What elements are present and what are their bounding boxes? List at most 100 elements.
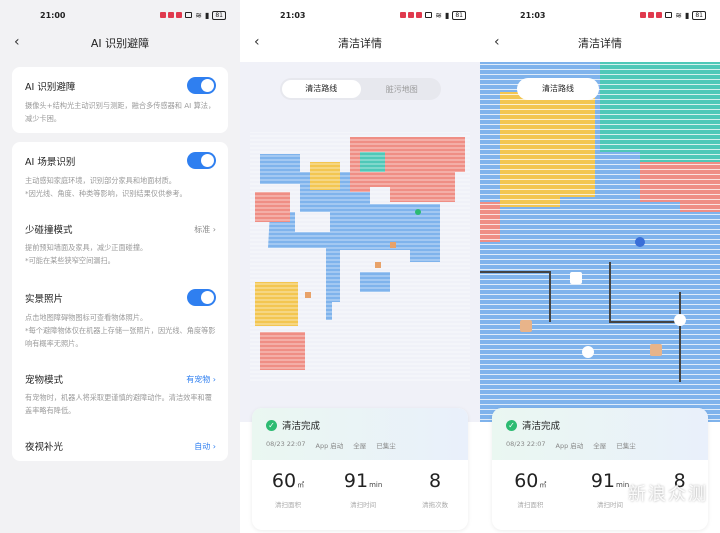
stat-time: 91min 清扫时间: [591, 470, 629, 509]
value-text: 标准: [194, 224, 211, 234]
status-bar: 21:03 ≋ ▮ 81: [240, 0, 480, 30]
area-label: 清扫面积: [517, 501, 544, 509]
back-icon[interactable]: ‹: [494, 34, 500, 50]
signal-icon: ▮: [444, 10, 450, 20]
setting-less-collision[interactable]: 少碰撞模式 标准 › 提前预知墙面及家具，减少正面碰撞。 *可能在某些狭窄空间漏…: [12, 212, 228, 279]
cleaning-map[interactable]: [240, 62, 480, 422]
notification-icons: [160, 12, 183, 18]
setting-scene-recognition[interactable]: AI 场景识别 主动感知家庭环境，识别部分家具和地面材质。 *因光线、角度、种类…: [12, 142, 228, 212]
clean-result-card: ✓ 清洁完成 08/23 22:07 App 启动 全屋 已集尘 60㎡ 清扫面…: [252, 408, 468, 530]
card-ai-avoid: AI 识别避障 摄像头+结构光主动识别与测距，融合多传感器和 AI 算法，减少卡…: [12, 67, 228, 133]
chevron-right-icon: ›: [212, 374, 216, 384]
page-title: 清洁详情: [578, 37, 622, 50]
status-time: 21:03: [280, 10, 306, 20]
nav-bar: ‹ 清洁详情: [240, 30, 480, 56]
result-collect: 已集尘: [376, 442, 396, 450]
desc-note: *每个避障物体仅在机器上存储一张照片，因光线、角度等影响有概率无照片。: [25, 326, 216, 348]
clean-result-card: ✓ 清洁完成 08/23 22:07 App 启动 全屋 已集尘 60㎡ 清扫面…: [492, 408, 708, 530]
count-value: 8: [673, 470, 686, 492]
result-status: ✓ 清洁完成: [266, 418, 454, 432]
check-icon: ✓: [506, 419, 517, 431]
setting-value: 标准 ›: [194, 224, 216, 235]
result-collect: 已集尘: [616, 442, 636, 450]
page-title: AI 识别避障: [90, 37, 150, 50]
count-label: 清拖次数: [422, 501, 449, 509]
nfc-icon: [665, 12, 673, 18]
tab-dirt-map[interactable]: 脏污地图: [385, 84, 418, 94]
nfc-icon: [185, 12, 193, 18]
result-date: 08/23 22:07: [266, 440, 306, 448]
battery-icon: 81: [212, 10, 226, 20]
map-path-overlay: [250, 132, 470, 382]
time-unit: min: [369, 481, 383, 489]
setting-desc: 有宠物时，机器人将采取更谨慎的避障动作。清洁效率和覆盖率略有降低。: [25, 393, 212, 415]
robot-icon: [635, 237, 645, 247]
map-graphic: [480, 62, 720, 422]
settings-screen: 21:00 ≋ ▮ 81 ‹ AI 识别避障 AI 识别避障 摄像头+结构光主动…: [0, 0, 240, 533]
setting-night-light[interactable]: 夜视补光 自动 ›: [12, 429, 228, 461]
tab-clean-route[interactable]: 清洁路线: [282, 80, 361, 98]
area-unit: ㎡: [539, 481, 547, 489]
live-photo-toggle[interactable]: [187, 289, 216, 306]
time-label: 清扫时间: [597, 501, 624, 509]
wifi-icon: ≋: [435, 10, 442, 20]
obstacle-icon[interactable]: [375, 262, 381, 268]
obstacle-icon[interactable]: [305, 292, 311, 298]
time-value: 91: [590, 470, 616, 492]
stat-count: 8 清拖次数: [422, 470, 448, 509]
setting-desc: 点击地图障碍物图标可查看物体照片。 *每个避障物体仅在机器上存储一张照片，因光线…: [25, 311, 216, 350]
tab-clean-route[interactable]: 清洁路线: [517, 78, 599, 100]
check-icon: ✓: [266, 419, 277, 431]
result-status: ✓ 清洁完成: [506, 418, 694, 432]
ai-avoid-toggle[interactable]: [187, 77, 216, 94]
setting-ai-avoid[interactable]: AI 识别避障 摄像头+结构光主动识别与测距，融合多传感器和 AI 算法，减少卡…: [12, 67, 228, 133]
area-value: 60: [514, 470, 539, 492]
setting-pet-mode[interactable]: 宠物模式 有宠物 › 有宠物时，机器人将采取更谨慎的避障动作。清洁效率和覆盖率略…: [12, 362, 228, 429]
desc-note: *可能在某些狭窄空间漏扫。: [25, 256, 115, 265]
time-unit: min: [616, 481, 630, 489]
obstacle-icon[interactable]: [582, 346, 594, 358]
setting-desc: 提前预知墙面及家具，减少正面碰撞。 *可能在某些狭窄空间漏扫。: [25, 241, 216, 267]
signal-icon: ▮: [684, 10, 690, 20]
nav-bar: ‹ AI 识别避障: [0, 30, 240, 56]
value-text: 自动: [194, 441, 211, 451]
obstacle-icon[interactable]: [674, 314, 686, 326]
result-stats: 60㎡ 清扫面积 91min 清扫时间 8 清拖次数: [252, 460, 468, 509]
stat-time: 91min 清扫时间: [344, 470, 382, 509]
setting-title: AI 场景识别: [25, 156, 76, 168]
status-text: 清洁完成: [522, 421, 561, 432]
nfc-icon: [425, 12, 433, 18]
cleaning-map-zoomed[interactable]: [480, 62, 720, 422]
notification-icons: [400, 12, 423, 18]
obstacle-icon[interactable]: [520, 320, 532, 332]
scene-recognition-toggle[interactable]: [187, 152, 216, 169]
setting-live-photo[interactable]: 实景照片 点击地图障碍物图标可查看物体照片。 *每个避障物体仅在机器上存储一张照…: [12, 279, 228, 362]
setting-title: 宠物模式: [25, 375, 64, 386]
wifi-icon: ≋: [675, 10, 682, 20]
card-settings-list: AI 场景识别 主动感知家庭环境，识别部分家具和地面材质。 *因光线、角度、种类…: [12, 142, 228, 461]
result-meta: 08/23 22:07 App 启动 全屋 已集尘: [266, 440, 454, 450]
back-icon[interactable]: ‹: [254, 34, 260, 50]
notification-icons: [640, 12, 663, 18]
setting-title: 少碰撞模式: [25, 225, 73, 236]
clean-detail-zoomed-screen: 21:03 ≋ ▮ 81 ‹ 清洁详情: [480, 0, 720, 533]
obstacle-icon[interactable]: [650, 344, 662, 356]
result-header: ✓ 清洁完成 08/23 22:07 App 启动 全屋 已集尘: [252, 408, 468, 460]
result-header: ✓ 清洁完成 08/23 22:07 App 启动 全屋 已集尘: [492, 408, 708, 460]
obstacle-icon[interactable]: [390, 242, 396, 248]
setting-title: AI 识别避障: [25, 81, 76, 93]
back-icon[interactable]: ‹: [14, 34, 20, 50]
map-path-overlay: [480, 62, 720, 422]
setting-value: 自动 ›: [194, 441, 216, 452]
value-text: 有宠物: [186, 374, 211, 384]
stat-area: 60㎡ 清扫面积: [272, 470, 304, 509]
status-icons: ≋ ▮ 81: [396, 10, 466, 20]
page-title: 清洁详情: [338, 37, 382, 50]
stat-area: 60㎡ 清扫面积: [514, 470, 546, 509]
signal-icon: ▮: [204, 10, 210, 20]
status-bar: 21:00 ≋ ▮ 81: [0, 0, 240, 30]
obstacle-icon[interactable]: [570, 272, 582, 284]
count-value: 8: [429, 470, 442, 492]
result-scope: 全屋: [353, 442, 367, 450]
result-stats: 60㎡ 清扫面积 91min 清扫时间 8: [492, 460, 708, 509]
